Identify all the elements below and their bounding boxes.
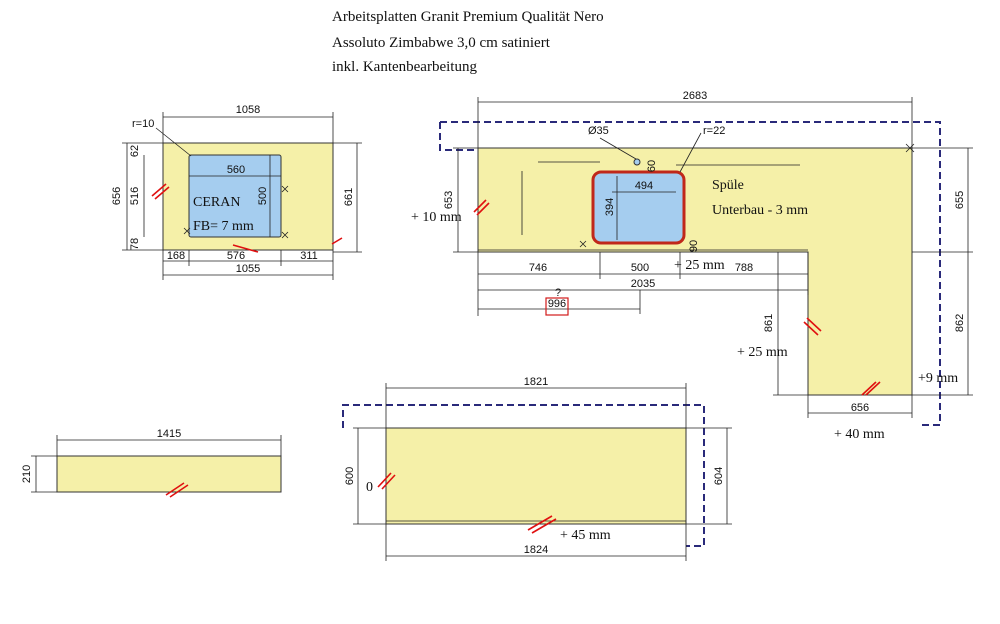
edge-mark [154,186,170,200]
radius-leader [679,132,702,173]
cross-marker [905,143,915,153]
edge-mark [381,474,396,490]
plate-1-height-inner: 516 [129,187,141,205]
cutout-width: 560 [227,164,245,176]
title-line-1: Arbeitsplatten Granit Premium Qualität N… [332,9,604,25]
tap-hole [633,158,641,166]
zero-mark: 0 [366,480,373,495]
inner-line [521,161,800,235]
sink-height: 394 [604,198,616,216]
plate-2: 2683 r=22 Ø35 494 394 60 90 653 + 10 mm … [411,90,973,442]
sink-label: Spüle [712,178,744,193]
plate-3-width: 1415 [157,428,181,440]
plate-1-seg-right: 311 [300,250,318,262]
edge-mark [165,482,185,496]
plate-1-radius: r=10 [132,118,154,130]
plate-1-height-top-small: 62 [129,145,141,157]
edge-mark [151,183,167,197]
plate-4-height-right: 604 [713,467,725,485]
radius-leader [155,127,192,157]
sink-cutout [591,170,686,245]
plate-2-cut-outline [439,121,941,426]
plate-3-height: 210 [21,465,33,483]
edge-mark [531,518,557,534]
edge-mark [806,317,822,332]
seg-b: 500 [631,262,649,274]
fb-label: FB= 7 mm [193,219,254,234]
edge-mark [803,321,819,336]
edge-mark [527,515,553,531]
seg-c: 788 [735,262,753,274]
ceran-cutout [188,154,282,238]
plate-2-leg-height-right: 862 [954,314,966,332]
title-line-3: inkl. Kantenbearbeitung [332,59,477,75]
plate-1-seg-mid: 576 [227,250,245,262]
plus-45: + 45 mm [560,528,611,543]
boxed-dim-frame [545,297,569,316]
plate-4-cut-outline [342,404,705,547]
cross-marker [281,231,289,239]
plate-1-height-bottom-small: 78 [129,238,141,250]
plate-2-leg-height-left: 861 [763,314,775,332]
ceran-label: CERAN [193,195,240,210]
under-label: Unterbau - 3 mm [712,203,808,218]
plate-1-top-width: 1058 [236,104,260,116]
sink-bottom-small: 90 [688,240,700,252]
edge-mark [865,381,881,396]
edge-mark [861,381,877,396]
plus-25-a: + 25 mm [674,258,725,273]
boxed-dim: 996 [548,298,566,310]
plate-1-seg-left: 168 [167,250,185,262]
edge-mark [476,202,490,216]
plate-4-height-left: 600 [344,467,356,485]
leg-width: 656 [851,402,869,414]
edge-mark [377,472,392,488]
cross-marker [579,240,587,248]
edge-mark [232,244,259,253]
seg-a: 746 [529,262,547,274]
plate-1-height-left: 656 [111,187,123,205]
plate-4: 1821 600 0 604 1824 + 45 mm [342,376,732,561]
plus-25-b: + 25 mm [737,345,788,360]
plate-1-height-right: 661 [343,188,355,206]
plate-2-height-right: 655 [954,191,966,209]
cross-marker [281,185,289,193]
sink-radius: r=22 [703,125,725,137]
plate-4-slab [385,427,687,525]
unknown-mark: ? [555,287,561,299]
plus-40: + 40 mm [834,427,885,442]
total-length: 2035 [631,278,655,290]
edge-mark [169,484,189,498]
plus-9: +9 mm [918,371,958,386]
tap-hole-diameter: Ø35 [588,125,609,137]
plate-4-bottom-width: 1824 [524,544,548,556]
sink-small: 60 [646,160,658,172]
cross-marker [183,227,191,235]
hole-leader [599,137,637,160]
edge-mark [473,199,487,213]
plate-3: 1415 210 [21,428,282,498]
plate-1: 1058 r=10 560 500 656 516 62 78 661 168 … [111,104,362,280]
plate-3-slab [56,455,282,493]
plus-10: + 10 mm [411,210,462,225]
cutout-height: 500 [257,187,269,205]
title-line-2: Assoluto Zimbabwe 3,0 cm satiniert [332,35,550,51]
plate-4-top-width: 1821 [524,376,548,388]
edge-mark [331,237,343,245]
plate-1-bottom-width: 1055 [236,263,260,275]
plate-2-top-width: 2683 [683,90,707,102]
plate-2-height-left: 653 [443,191,455,209]
sink-width: 494 [635,180,653,192]
